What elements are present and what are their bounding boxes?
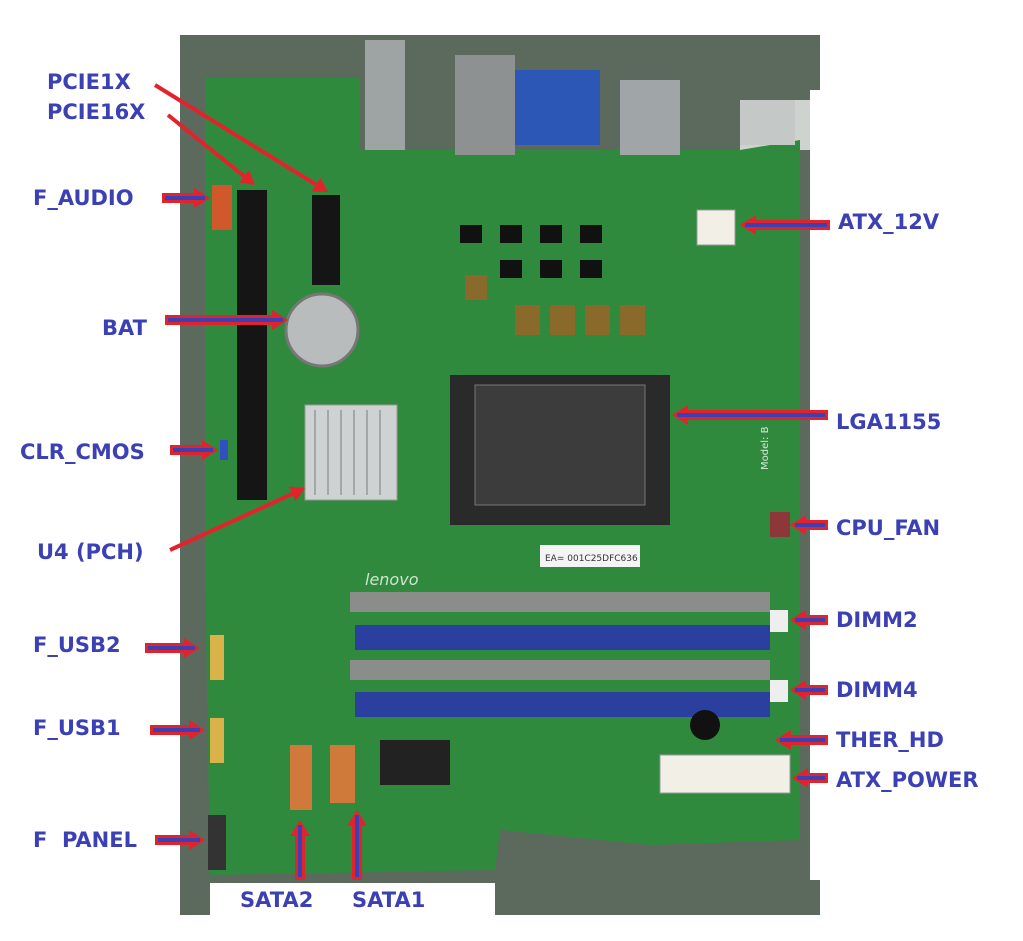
- arrow-ther-hd: [775, 730, 828, 750]
- atx-12v-connector: [696, 209, 736, 246]
- arrow-atx-12v: [740, 215, 830, 235]
- arrow-u4-pch: [169, 486, 305, 552]
- label-u4-pch: U4 (PCH): [37, 540, 144, 564]
- f-audio-header: [212, 185, 232, 230]
- f-panel-header: [208, 815, 226, 870]
- pcie1x-slot: [312, 195, 340, 285]
- arrow-pcie1x: [153, 83, 328, 192]
- pch-heatsink: [304, 404, 398, 501]
- label-lga1155: LGA1155: [836, 410, 942, 434]
- cmos-battery: [284, 292, 360, 368]
- label-f-usb1: F_USB1: [33, 716, 121, 740]
- label-pcie1x: PCIE1X: [47, 70, 131, 94]
- brand-print: lenovo: [365, 570, 419, 589]
- model-print: Model: B: [760, 426, 771, 470]
- label-dimm2: DIMM2: [836, 608, 918, 632]
- arrow-f-usb2: [145, 638, 200, 658]
- label-atx-12v: ATX_12V: [838, 210, 940, 234]
- arrow-cpu-fan: [790, 515, 828, 535]
- clr-cmos-jumper: [220, 440, 228, 460]
- sata1-port: [330, 745, 355, 803]
- vga-port: [515, 70, 600, 145]
- sata2-port: [290, 745, 312, 810]
- label-f-panel: F PANEL: [33, 828, 137, 852]
- arrow-dimm4: [790, 680, 828, 700]
- arrow-f-usb1: [150, 720, 205, 740]
- label-pcie16x: PCIE16X: [47, 100, 146, 124]
- label-sata2: SATA2: [240, 888, 314, 912]
- label-atx-power: ATX_POWER: [836, 768, 979, 792]
- arrow-bat: [165, 310, 288, 330]
- buzzer: [690, 710, 720, 740]
- arrow-sata2: [290, 820, 310, 880]
- arrows: [145, 83, 830, 880]
- arrow-pcie16x: [166, 113, 255, 185]
- cpu-fan-header: [770, 512, 790, 537]
- atx-power-connector: [659, 754, 791, 794]
- f-usb1-header: [210, 718, 224, 763]
- arrow-lga1155: [672, 405, 828, 425]
- arrow-clr-cmos: [170, 440, 218, 460]
- label-dimm4: DIMM4: [836, 678, 918, 702]
- label-clr-cmos: CLR_CMOS: [20, 440, 145, 464]
- arrow-sata1: [347, 810, 367, 880]
- arrow-dimm2: [790, 610, 828, 630]
- dimm2-slot: [355, 625, 770, 650]
- pcie16x-slot: [237, 190, 267, 500]
- label-sata1: SATA1: [352, 888, 426, 912]
- f-usb2-header: [210, 635, 224, 680]
- label-ther-hd: THER_HD: [836, 728, 944, 752]
- label-bat: BAT: [102, 316, 147, 340]
- sticker-text: EA= 001C25DFC636: [545, 554, 638, 564]
- label-f-usb2: F_USB2: [33, 633, 121, 657]
- label-f-audio: F_AUDIO: [33, 186, 134, 210]
- label-cpu-fan: CPU_FAN: [836, 516, 941, 540]
- arrow-atx-power: [792, 768, 828, 788]
- arrow-f-panel: [155, 830, 205, 850]
- arrow-f-audio: [162, 188, 210, 208]
